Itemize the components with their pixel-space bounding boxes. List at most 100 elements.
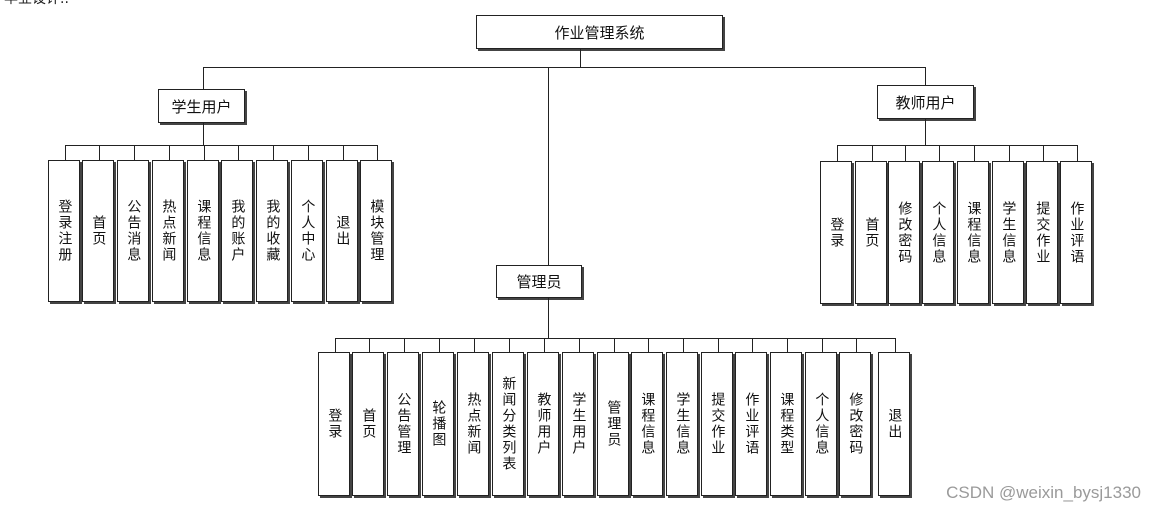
student-item-7-label: 个人中心 bbox=[299, 199, 316, 263]
student-item-9-label: 模块管理 bbox=[368, 199, 385, 263]
connector-line bbox=[65, 145, 66, 160]
connector-line bbox=[203, 67, 204, 89]
admin-item-0: 登录 bbox=[318, 352, 350, 496]
connector-line bbox=[614, 338, 615, 352]
student-item-2-label: 公告消息 bbox=[125, 199, 142, 263]
admin-branch-line bbox=[335, 338, 895, 339]
admin-item-5: 新闻分类列表 bbox=[492, 352, 524, 496]
admin-item-1-label: 首页 bbox=[360, 408, 377, 440]
connector-line bbox=[99, 145, 100, 160]
student-item-0: 登录注册 bbox=[48, 160, 80, 302]
teacher-item-5: 学生信息 bbox=[992, 161, 1024, 304]
connector-line bbox=[872, 145, 873, 161]
connector-line bbox=[1009, 145, 1010, 161]
teacher-item-1-label: 首页 bbox=[863, 216, 880, 249]
connector-line bbox=[369, 338, 370, 352]
admin-item-15: 修改密码 bbox=[839, 352, 871, 496]
admin-item-14-label: 个人信息 bbox=[813, 392, 830, 456]
admin-item-7-label: 学生用户 bbox=[570, 392, 587, 456]
connector-line bbox=[509, 338, 510, 352]
connector-line bbox=[343, 145, 344, 160]
student-item-1: 首页 bbox=[82, 160, 114, 302]
teacher-item-3: 个人信息 bbox=[922, 161, 954, 304]
teacher-item-3-label: 个人信息 bbox=[930, 200, 947, 265]
student-item-1-label: 首页 bbox=[90, 215, 107, 247]
admin-item-2-label: 公告管理 bbox=[395, 392, 412, 456]
student-item-8: 退出 bbox=[326, 160, 358, 302]
teacher-item-1: 首页 bbox=[855, 161, 887, 304]
admin-item-6-label: 教师用户 bbox=[535, 392, 552, 456]
connector-line bbox=[548, 67, 549, 265]
admin-item-3: 轮播图 bbox=[422, 352, 454, 496]
admin-item-15-label: 修改密码 bbox=[847, 392, 864, 456]
teacher-item-5-label: 学生信息 bbox=[1000, 200, 1017, 265]
connector-line bbox=[377, 145, 378, 160]
admin-item-4-label: 热点新闻 bbox=[465, 392, 482, 456]
connector-line bbox=[404, 338, 405, 352]
admin-item-5-label: 新闻分类列表 bbox=[500, 376, 517, 472]
teacher-item-7: 作业评语 bbox=[1060, 161, 1092, 304]
connector-line bbox=[580, 49, 581, 67]
connector-line bbox=[169, 145, 170, 160]
student-item-8-label: 退出 bbox=[334, 215, 351, 247]
connector-line bbox=[905, 145, 906, 161]
connector-line bbox=[335, 338, 336, 352]
teacher-item-4: 课程信息 bbox=[957, 161, 989, 304]
admin-item-12-label: 作业评语 bbox=[743, 392, 760, 456]
student-item-2: 公告消息 bbox=[117, 160, 149, 302]
teacher-branch-line bbox=[838, 145, 1078, 146]
connector-line bbox=[856, 338, 857, 352]
student-item-9: 模块管理 bbox=[360, 160, 392, 302]
connector-line bbox=[752, 338, 753, 352]
connector-line bbox=[925, 119, 926, 145]
admin-item-14: 个人信息 bbox=[805, 352, 837, 496]
teacher-item-2: 修改密码 bbox=[888, 161, 920, 304]
admin-item-2: 公告管理 bbox=[387, 352, 419, 496]
top-fragment-text: 毕业设计.. bbox=[4, 0, 69, 8]
connector-line bbox=[822, 338, 823, 352]
student-node: 学生用户 bbox=[158, 89, 245, 123]
admin-item-4: 热点新闻 bbox=[457, 352, 489, 496]
watermark: CSDN @weixin_bysj1330 bbox=[946, 483, 1141, 502]
student-item-5: 我的账户 bbox=[221, 160, 253, 302]
teacher-item-0-label: 登录 bbox=[828, 216, 845, 249]
admin-item-16-label: 退出 bbox=[886, 408, 903, 440]
connector-line bbox=[1043, 145, 1044, 161]
admin-item-6: 教师用户 bbox=[527, 352, 559, 496]
connector-line bbox=[925, 67, 926, 87]
connector-line bbox=[939, 145, 940, 161]
connector-line bbox=[203, 123, 204, 145]
student-item-4-label: 课程信息 bbox=[195, 199, 212, 263]
admin-item-13: 课程类型 bbox=[770, 352, 802, 496]
admin-item-8-label: 管理员 bbox=[605, 400, 622, 448]
student-item-3: 热点新闻 bbox=[152, 160, 184, 302]
teacher-item-6: 提交作业 bbox=[1026, 161, 1058, 304]
admin-item-10: 学生信息 bbox=[666, 352, 698, 496]
teacher-item-7-label: 作业评语 bbox=[1068, 200, 1085, 265]
connector-line bbox=[718, 338, 719, 352]
connector-line bbox=[439, 338, 440, 352]
student-item-4: 课程信息 bbox=[187, 160, 219, 302]
student-item-7: 个人中心 bbox=[291, 160, 323, 302]
connector-line bbox=[308, 145, 309, 160]
teacher-item-2-label: 修改密码 bbox=[896, 200, 913, 265]
connector-line bbox=[579, 338, 580, 352]
connector-line bbox=[974, 145, 975, 161]
admin-item-9: 课程信息 bbox=[631, 352, 663, 496]
student-item-6: 我的收藏 bbox=[256, 160, 288, 302]
admin-item-8: 管理员 bbox=[597, 352, 629, 496]
connector-line bbox=[1077, 145, 1078, 161]
connector-line bbox=[474, 338, 475, 352]
connector-line bbox=[544, 338, 545, 352]
admin-item-11-label: 提交作业 bbox=[709, 392, 726, 456]
admin-item-3-label: 轮播图 bbox=[430, 400, 447, 448]
admin-item-13-label: 课程类型 bbox=[778, 392, 795, 456]
connector-line bbox=[273, 145, 274, 160]
connector-line bbox=[683, 338, 684, 352]
admin-item-1: 首页 bbox=[352, 352, 384, 496]
admin-item-7: 学生用户 bbox=[562, 352, 594, 496]
connector-line bbox=[134, 145, 135, 160]
connector-line bbox=[204, 145, 205, 160]
teacher-item-6-label: 提交作业 bbox=[1034, 200, 1051, 265]
